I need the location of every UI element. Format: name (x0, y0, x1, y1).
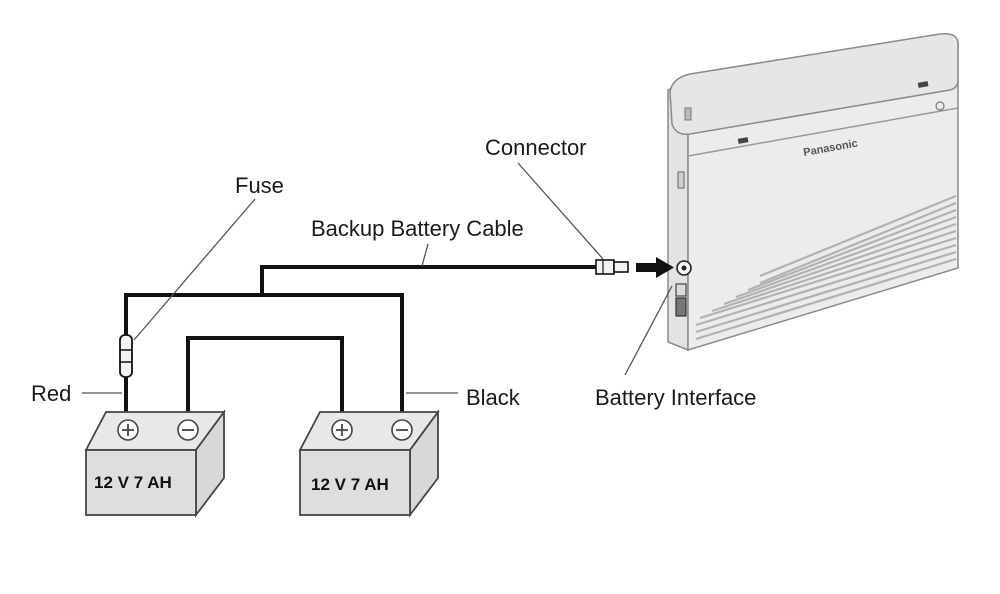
leader-lines (82, 162, 673, 394)
battery-left: 12 V 7 AH (84, 409, 226, 518)
battery-interface-label: Battery Interface (595, 385, 756, 410)
connector (595, 259, 629, 275)
fuse (119, 334, 133, 378)
black-lead (262, 293, 404, 418)
battery-left-label: 12 V 7 AH (94, 473, 172, 492)
red-lead-upper (124, 293, 262, 336)
backup-battery-cable-label: Backup Battery Cable (311, 216, 524, 241)
connector-label: Connector (485, 135, 587, 160)
insert-arrow (636, 257, 674, 278)
red-label: Red (31, 381, 71, 406)
black-label: Black (466, 385, 521, 410)
battery-right-label: 12 V 7 AH (311, 475, 389, 494)
pbx-unit: Panasonic (667, 32, 959, 352)
vent-grooves (695, 194, 957, 341)
series-jumper (186, 336, 344, 418)
battery-right: 12 V 7 AH (298, 409, 440, 518)
wires (124, 265, 598, 418)
fuse-label: Fuse (235, 173, 284, 198)
backup-battery-cable (260, 265, 598, 295)
